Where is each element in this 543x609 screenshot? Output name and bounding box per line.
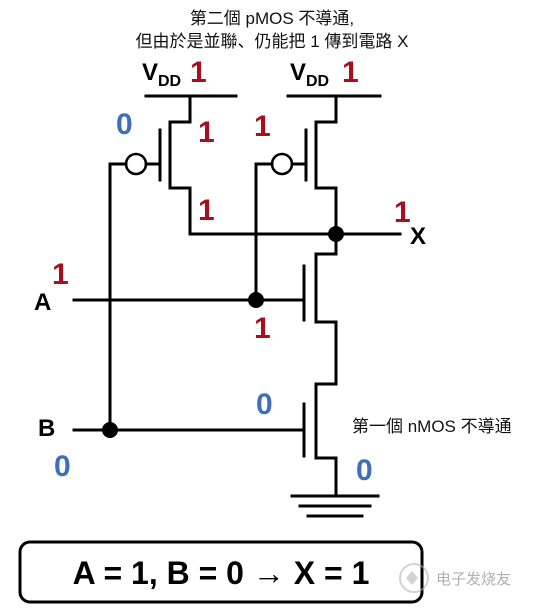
svg-text:DD: DD: [306, 73, 329, 90]
nmos-transistor-1: [254, 232, 338, 378]
nmos1-gate-value: 1: [254, 312, 271, 345]
ground-symbol: [290, 494, 380, 518]
input-b-node-dot: [102, 422, 118, 438]
pmos-transistor-1: [124, 94, 192, 236]
vdd-label-left: V DD: [142, 59, 181, 90]
input-b-value: 0: [54, 450, 71, 483]
summary-box: [18, 540, 424, 604]
ground-value: 0: [356, 454, 373, 487]
svg-text:V: V: [142, 59, 158, 86]
summary-text: A = 1, B = 0 → X = 1: [73, 555, 370, 591]
pmos1-drain-value: 1: [198, 194, 215, 227]
svg-text:V: V: [290, 59, 306, 86]
watermark-logo: [399, 563, 429, 593]
pmos2-gate-wire: [254, 162, 274, 302]
pmos2-gate-value: 1: [254, 110, 271, 143]
vdd-label-right: V DD: [290, 59, 329, 90]
nmos-transistor-2: [108, 374, 338, 498]
pmos1-gate-wire: [108, 162, 128, 432]
svg-text:DD: DD: [158, 73, 181, 90]
vdd-right-value: 1: [342, 56, 359, 89]
output-x-label: X: [410, 223, 426, 250]
input-a-label: A: [34, 289, 51, 316]
input-b-label: B: [38, 415, 55, 442]
vdd-left-value: 1: [190, 56, 207, 89]
input-a-value: 1: [52, 258, 69, 291]
pmos1-gate-value: 0: [116, 108, 133, 141]
pmos-note-line2: 但由於是並聯、仍能把 1 傳到電路 X: [136, 32, 409, 51]
nmos2-gate-value: 0: [256, 388, 273, 421]
pmos1-source-value: 1: [198, 116, 215, 149]
input-a-node-dot: [248, 292, 264, 308]
pmos-transistor-2: [270, 94, 338, 236]
nmos-note: 第一個 nMOS 不導通: [352, 417, 512, 436]
pmos-note-line1: 第二個 pMOS 不導通,: [190, 9, 354, 28]
watermark-text: 电子发烧友: [436, 571, 511, 588]
output-x-value: 1: [394, 196, 411, 229]
